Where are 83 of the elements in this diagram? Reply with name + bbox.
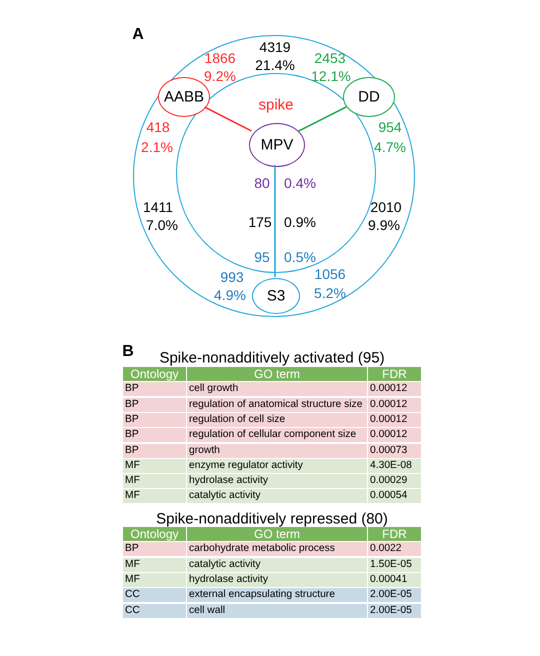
table-header-cell: Ontology bbox=[123, 527, 186, 541]
percent-label: 0.9% bbox=[284, 214, 316, 230]
percent-label: 2.1% bbox=[141, 139, 173, 155]
ellipse-node bbox=[249, 123, 305, 167]
table-header-cell: FDR bbox=[368, 367, 421, 381]
node-label: S3 bbox=[266, 288, 286, 304]
table-cell: BP bbox=[123, 412, 186, 427]
count-label: 2010 bbox=[370, 199, 402, 215]
table-cell: MF bbox=[123, 489, 186, 504]
table-cell: 0.00012 bbox=[368, 412, 421, 427]
table-cell: catalytic activity bbox=[187, 489, 367, 504]
count-label: 993 bbox=[220, 269, 244, 285]
table-header-cell: Ontology bbox=[123, 367, 186, 381]
table-cell: cell growth bbox=[187, 382, 367, 396]
table-cell: regulation of cell size bbox=[187, 412, 367, 427]
table-title: Spike-nonadditively activated (95) bbox=[159, 350, 385, 366]
table-cell: BP bbox=[123, 444, 186, 458]
table-cell: growth bbox=[187, 444, 367, 458]
table-cell: external encapsulating structure bbox=[187, 588, 367, 602]
table-cell: 0.00012 bbox=[368, 398, 421, 412]
table-cell: BP bbox=[123, 398, 186, 412]
table-cell: 0.00029 bbox=[368, 474, 421, 488]
percent-label: 7.0% bbox=[146, 217, 178, 233]
panel-letter: B bbox=[122, 343, 134, 361]
table-cell: BP bbox=[123, 428, 186, 442]
table-cell: 4.30E-08 bbox=[368, 458, 421, 473]
count-label: 954 bbox=[378, 119, 402, 135]
table-cell: 0.0022 bbox=[368, 542, 421, 556]
table-cell: MF bbox=[123, 572, 186, 587]
connector-line bbox=[204, 106, 252, 132]
table-header-cell: GO term bbox=[187, 527, 367, 541]
table-cell: catalytic activity bbox=[187, 558, 367, 572]
table-header-cell: GO term bbox=[187, 367, 367, 381]
table-cell: MF bbox=[123, 474, 186, 488]
count-label: 418 bbox=[146, 119, 170, 135]
table-cell: regulation of cellular component size bbox=[187, 428, 367, 442]
table-cell: regulation of anatomical structure size bbox=[187, 398, 367, 412]
connector-line bbox=[298, 106, 347, 132]
percent-label: 9.2% bbox=[204, 68, 236, 84]
panel-letter: A bbox=[132, 26, 144, 44]
percent-label: 4.7% bbox=[374, 139, 406, 155]
count-label: 1411 bbox=[142, 199, 174, 215]
table-cell: 2.00E-05 bbox=[368, 604, 421, 618]
ellipse-node bbox=[252, 278, 300, 314]
table-header-cell: FDR bbox=[368, 527, 421, 541]
table-cell: hydrolase activity bbox=[187, 572, 367, 587]
count-label: 95 bbox=[254, 249, 270, 265]
table-cell: cell wall bbox=[187, 604, 367, 618]
table-title: Spike-nonadditively repressed (80) bbox=[156, 510, 388, 528]
table-cell: 2.00E-05 bbox=[368, 588, 421, 602]
table-cell: carbohydrate metabolic process bbox=[187, 542, 367, 556]
percent-label: 9.9% bbox=[368, 217, 400, 233]
connector-line bbox=[274, 165, 276, 277]
percent-label: 0.5% bbox=[284, 249, 316, 265]
count-label: 4319 bbox=[259, 39, 291, 55]
table-cell: MF bbox=[123, 458, 186, 473]
node-label: DD bbox=[358, 88, 380, 106]
table-cell: CC bbox=[123, 604, 186, 618]
table-cell: 1.50E-05 bbox=[368, 558, 421, 572]
table-cell: BP bbox=[123, 542, 186, 556]
node-label: AABB bbox=[164, 88, 204, 106]
count-label: 175 bbox=[248, 214, 272, 230]
count-label: 1866 bbox=[204, 50, 236, 66]
table-cell: MF bbox=[123, 558, 186, 572]
percent-label: 5.2% bbox=[314, 285, 346, 301]
table-cell: 0.00073 bbox=[368, 444, 421, 458]
table-cell: hydrolase activity bbox=[187, 474, 367, 488]
table-cell: enzyme regulator activity bbox=[187, 458, 367, 473]
table-cell: CC bbox=[123, 588, 186, 602]
percent-label: 21.4% bbox=[255, 57, 295, 73]
table-cell: BP bbox=[123, 382, 186, 396]
table-cell: 0.00054 bbox=[368, 489, 421, 504]
node-label: MPV bbox=[260, 136, 294, 154]
count-label: 1056 bbox=[314, 266, 346, 282]
region-label: spike bbox=[258, 96, 294, 114]
count-label: 80 bbox=[254, 175, 270, 191]
table-cell: 0.00012 bbox=[368, 382, 421, 396]
table-cell: 0.00012 bbox=[368, 428, 421, 442]
table-cell: 0.00041 bbox=[368, 572, 421, 587]
percent-label: 12.1% bbox=[311, 68, 351, 84]
percent-label: 0.4% bbox=[284, 175, 316, 191]
count-label: 2453 bbox=[314, 50, 346, 66]
percent-label: 4.9% bbox=[214, 287, 246, 303]
